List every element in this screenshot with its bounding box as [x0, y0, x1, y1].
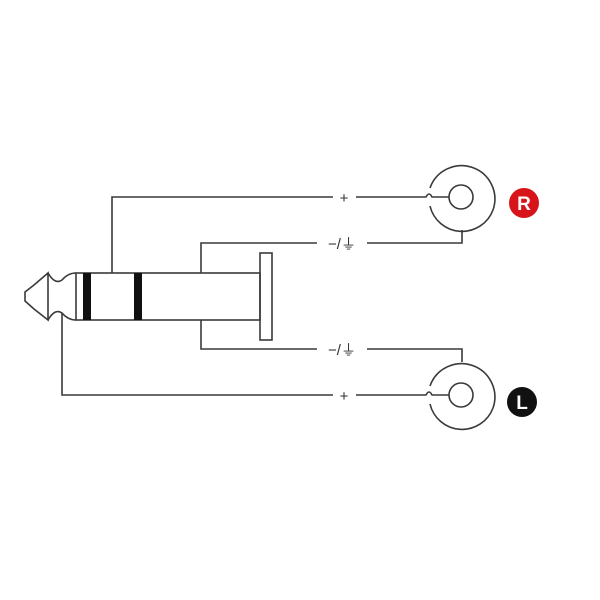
- badge-letter: R: [517, 194, 531, 215]
- rca-outer-ring-lower: [429, 205, 494, 233]
- left-hot-label: +: [340, 388, 349, 405]
- right-ground-wire-end: [367, 230, 463, 244]
- badge-circle: [507, 387, 537, 417]
- left-hot-wire-end: [356, 391, 449, 396]
- plug-insulator-ring-1: [83, 273, 91, 320]
- badge-letter: L: [516, 393, 528, 414]
- rca-center-pin: [448, 382, 474, 408]
- rca-outer-ring: [429, 164, 496, 211]
- left-ground-wire-end: [367, 348, 463, 362]
- right-ground-wire: [200, 242, 317, 273]
- plug-tip: [24, 271, 49, 322]
- right-hot-wire: [111, 196, 333, 273]
- plug-insulator-ring-2: [134, 273, 142, 320]
- plug-neck: [47, 272, 77, 321]
- right-ground-label: −/⏚: [328, 236, 356, 253]
- plug-sleeve: [75, 272, 261, 321]
- left-channel-badge: L: [507, 387, 537, 417]
- plug-flange: [259, 252, 273, 341]
- rca-outer-ring-lower: [429, 403, 494, 431]
- left-hot-wire: [61, 313, 333, 396]
- right-hot-wire-end: [356, 193, 449, 198]
- left-ground-wire: [200, 320, 317, 350]
- left-ground-label: −/⏚: [328, 342, 356, 359]
- rca-jack-right: [429, 164, 496, 233]
- right-channel-badge: R: [509, 188, 539, 218]
- right-hot-label: +: [340, 190, 349, 207]
- rca-center-pin: [448, 184, 474, 210]
- rca-outer-ring: [429, 362, 496, 409]
- badge-circle: [509, 188, 539, 218]
- stereo-jack-plug: [24, 252, 273, 341]
- rca-jack-left: [429, 362, 496, 431]
